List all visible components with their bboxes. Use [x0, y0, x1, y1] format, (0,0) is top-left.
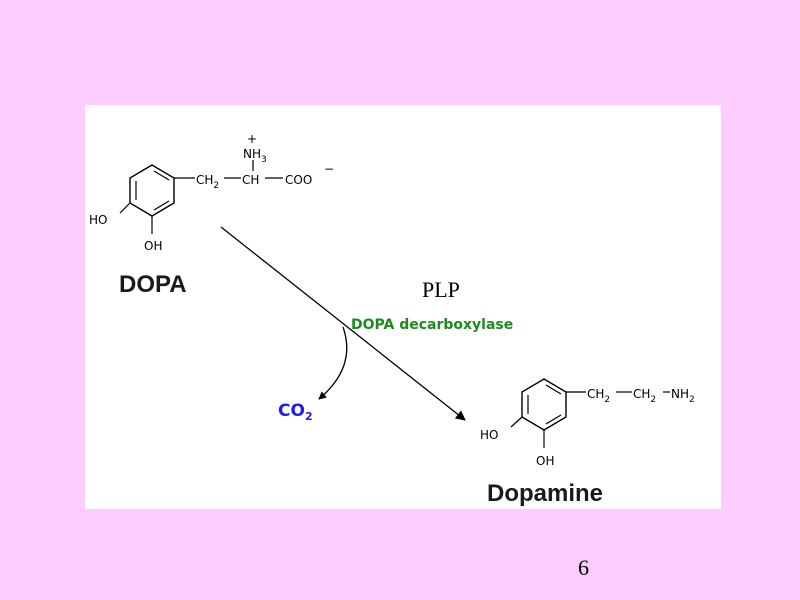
dopamine-ring-double-bond — [545, 384, 562, 395]
reaction-diagram: HO OH CH2 CH COO − NH3 + DOPA DOPA decar… — [89, 132, 695, 507]
dopamine-name: Dopamine — [487, 480, 603, 507]
dopamine-ho-bond — [510, 416, 523, 428]
dopa-positive-charge: + — [247, 132, 257, 146]
dopa-ho-bond — [119, 202, 131, 214]
dopa-structure: HO OH CH2 CH COO − NH3 + DOPA — [89, 132, 334, 298]
dopa-name: DOPA — [119, 271, 187, 298]
dopa-benzene-ring — [129, 164, 175, 217]
co2-release-arrow — [318, 326, 348, 400]
dopa-ch2-label: CH2 — [196, 173, 219, 191]
dopamine-ho-label: HO — [480, 428, 498, 442]
dopa-carboxylate-label: COO — [285, 173, 312, 187]
main-reaction-arrow — [220, 226, 466, 421]
dopa-ch-label: CH — [242, 173, 259, 187]
dopamine-ch2-label-1: CH2 — [587, 387, 610, 405]
dopa-ring-double-bond — [153, 200, 170, 211]
dopamine-amine-label: NH2 — [671, 387, 695, 405]
co2-label: CO2 — [278, 401, 313, 423]
dopa-negative-charge: − — [324, 162, 334, 176]
dopa-oh-label: OH — [144, 239, 162, 253]
dopa-ho-label: HO — [89, 213, 107, 227]
dopamine-ch2-label-2: CH2 — [633, 387, 656, 405]
page-number: 6 — [578, 555, 589, 580]
reaction-diagram-panel: HO OH CH2 CH COO − NH3 + DOPA DOPA decar… — [85, 105, 721, 509]
dopamine-oh-label: OH — [536, 454, 554, 468]
dopa-ring-double-bond — [153, 170, 170, 181]
dopamine-structure: HO OH CH2 CH2 NH2 Dopamine — [480, 378, 695, 507]
enzyme-label: DOPA decarboxylase — [351, 317, 513, 333]
dopamine-ring-double-bond — [545, 414, 562, 425]
cofactor-label: PLP — [422, 277, 460, 302]
dopa-amino-label: NH3 — [243, 147, 267, 165]
